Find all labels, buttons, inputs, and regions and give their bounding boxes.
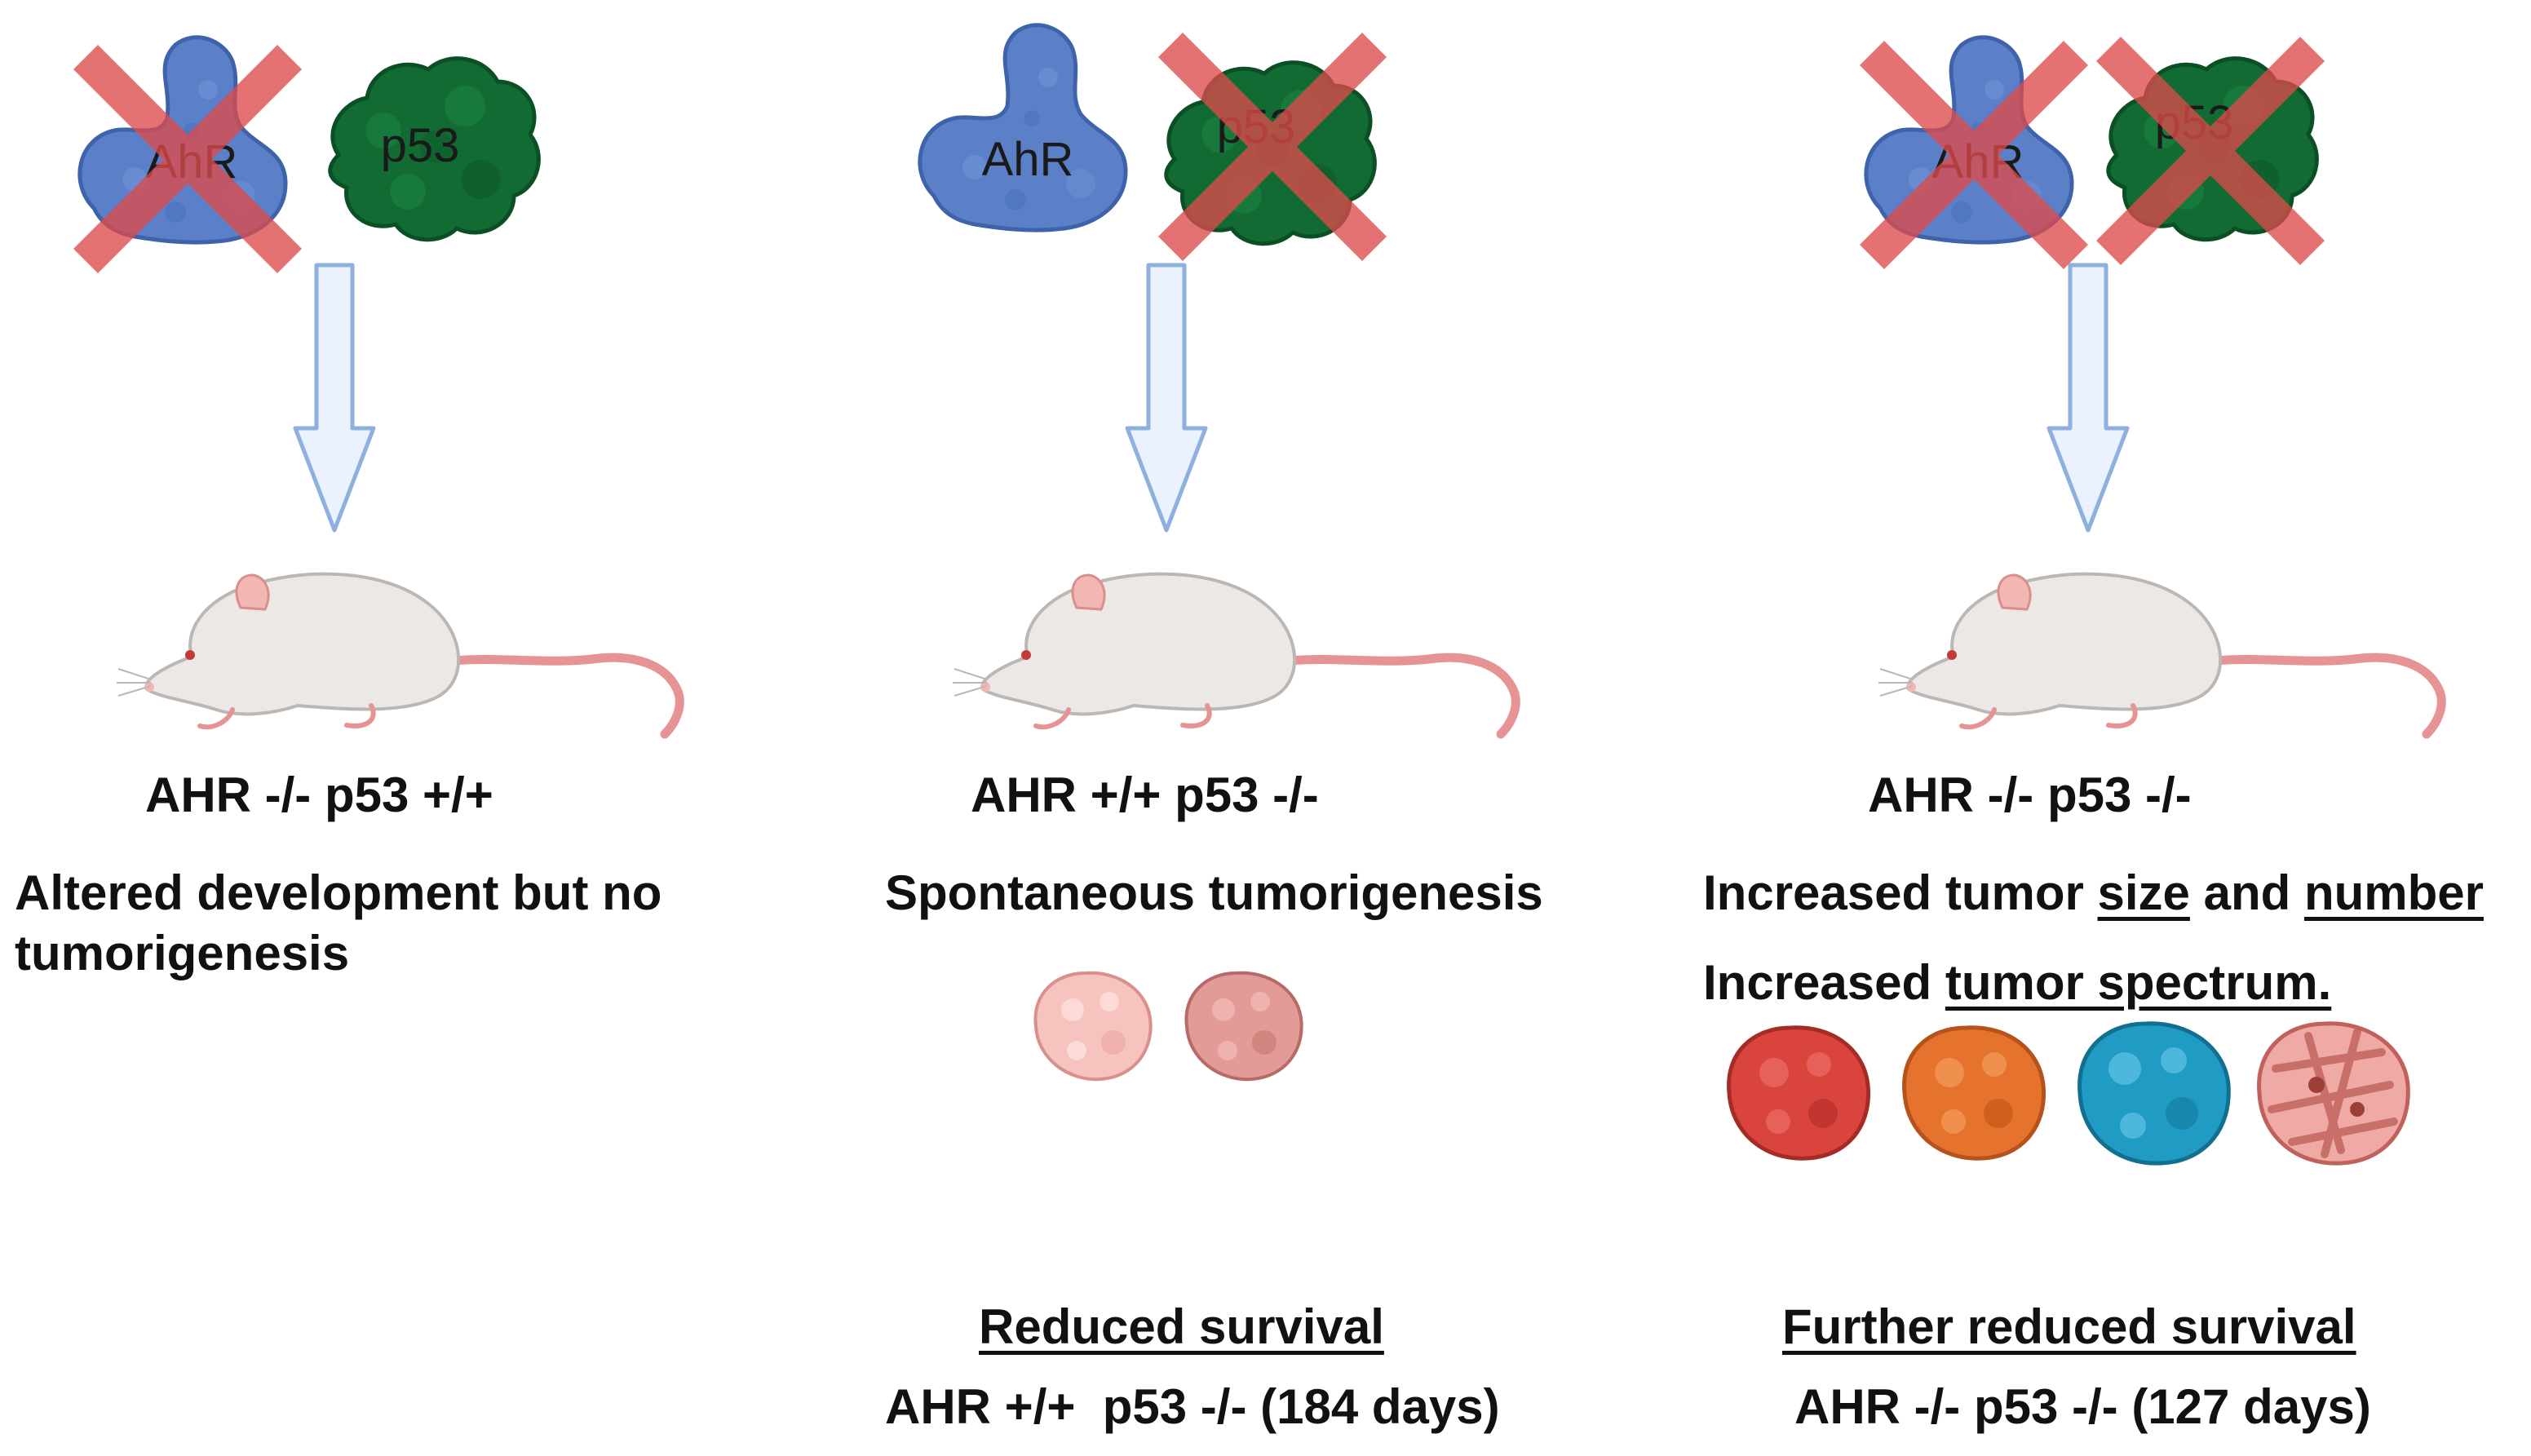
genotype-label: AHR +/+ p53 -/- bbox=[971, 768, 1319, 822]
mouse-icon bbox=[953, 574, 1516, 734]
tumor-sarcoma-icon bbox=[2257, 1021, 2410, 1166]
survival-detail: AHR +/+ p53 -/- (184 days) bbox=[885, 1379, 1500, 1434]
phenotype-line-1: Altered development but no bbox=[15, 865, 662, 920]
tumor-blue-icon bbox=[2077, 1021, 2231, 1166]
phenotype-text: and bbox=[2189, 865, 2304, 920]
panel-ahr-knockout: AhR p53 bbox=[73, 38, 679, 734]
ahr-protein-label: AhR bbox=[982, 133, 1074, 186]
p53-protein-label: p53 bbox=[381, 119, 460, 172]
spectrum-underlined: tumor spectrum. bbox=[1945, 955, 2332, 1010]
phenotype-spectrum: Increased tumor spectrum. bbox=[1703, 953, 2331, 1013]
phenotype-line-1: Spontaneous tumorigenesis bbox=[885, 865, 1543, 920]
mouse-icon bbox=[117, 574, 679, 734]
survival-heading: Further reduced survival bbox=[1782, 1299, 2356, 1354]
genotype-label: AHR -/- p53 -/- bbox=[1868, 768, 2192, 822]
panel-double-knockout: AhR p53 bbox=[1727, 37, 2442, 1166]
phenotype-size-number: Increased tumor size and number bbox=[1703, 863, 2484, 923]
size-underlined: size bbox=[2097, 865, 2190, 920]
phenotype-line-2: tumorigenesis bbox=[15, 926, 350, 980]
down-arrow-icon bbox=[295, 265, 374, 530]
tumor-orange-icon bbox=[1902, 1025, 2046, 1161]
down-arrow-icon bbox=[2049, 265, 2127, 530]
survival-detail: AHR -/- p53 -/- (127 days) bbox=[1794, 1379, 2371, 1434]
tumor-pink-icon bbox=[1184, 971, 1303, 1082]
tumor-red-icon bbox=[1727, 1025, 1871, 1161]
down-arrow-icon bbox=[1127, 265, 1206, 530]
panel-p53-knockout: AhR p53 bbox=[920, 25, 1516, 1082]
phenotype-text: Increased bbox=[1703, 955, 1945, 1010]
tumor-light-pink-icon bbox=[1033, 971, 1153, 1082]
mouse-icon bbox=[1878, 574, 2441, 734]
p53-protein-icon: p53 bbox=[330, 59, 539, 240]
genotype-label: AHR -/- p53 +/+ bbox=[145, 768, 493, 822]
ahr-protein-icon: AhR bbox=[920, 25, 1126, 230]
number-underlined: number bbox=[2303, 865, 2484, 920]
phenotype-text: Increased tumor bbox=[1703, 865, 2098, 920]
survival-heading: Reduced survival bbox=[979, 1299, 1384, 1354]
